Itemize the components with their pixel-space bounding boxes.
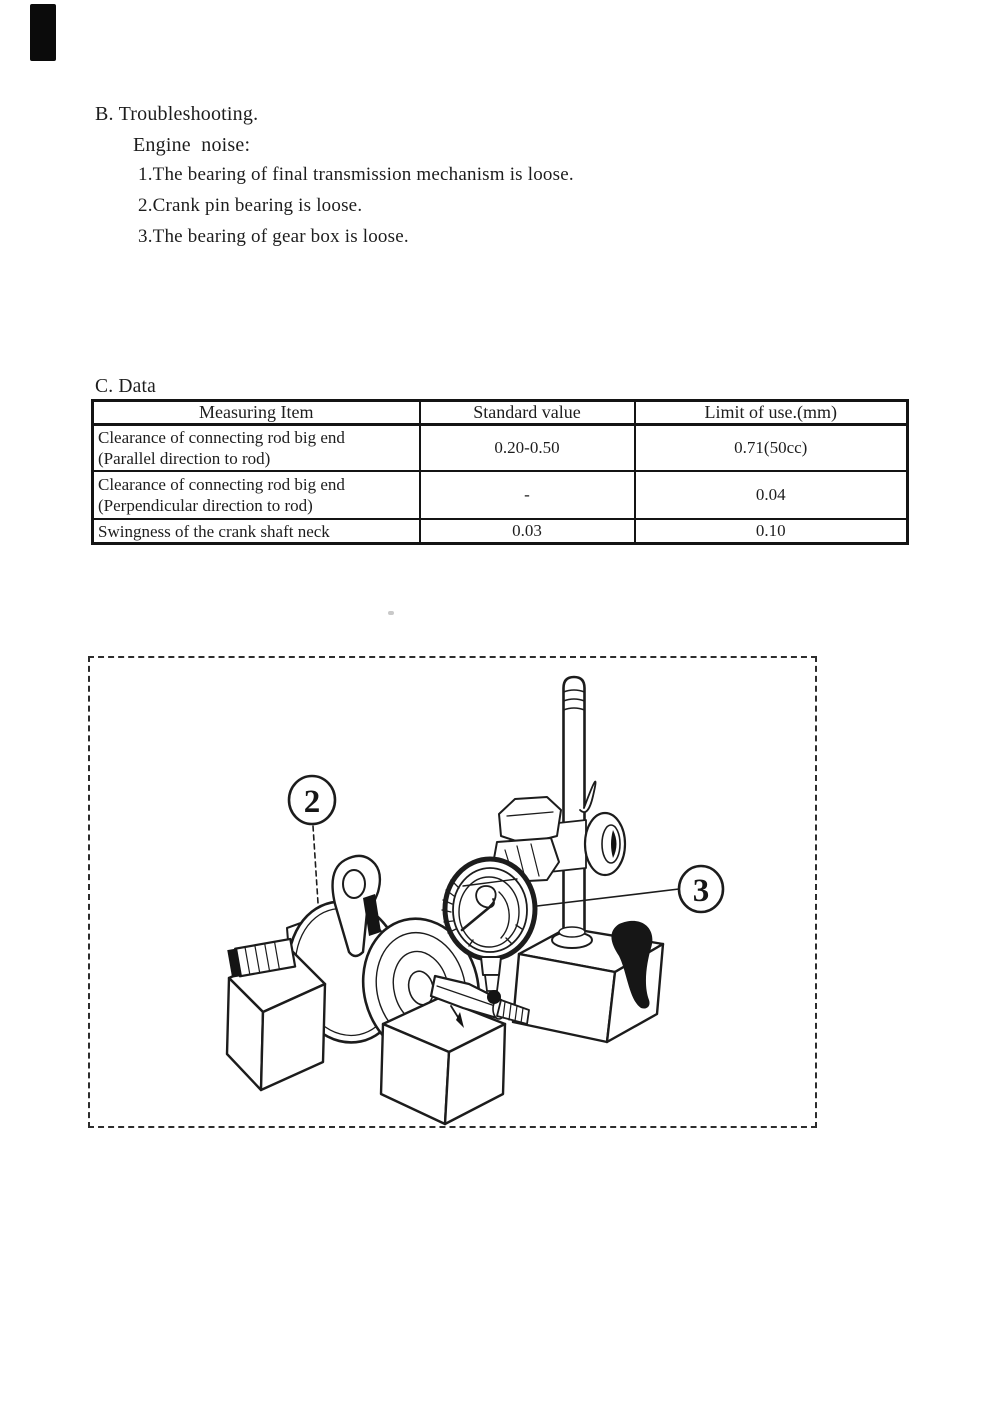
callout-3-circle [677, 864, 725, 914]
callout-2-label: 2 [304, 784, 321, 820]
clamp-lever [611, 920, 653, 1009]
dial-stand [492, 675, 665, 1044]
figure-frame: 2 3 [88, 656, 817, 1128]
measuring-item-cell: Clearance of connecting rod big end (Par… [91, 423, 421, 472]
col-header-standard-value: Standard value [418, 399, 636, 426]
knob-slot [611, 830, 617, 858]
measuring-item-cell: Clearance of connecting rod big end (Per… [91, 470, 421, 520]
limit-cell: 0.71(50cc) [633, 423, 909, 472]
v-blocks [225, 948, 507, 1126]
limit-cell: 0.10 [633, 518, 909, 545]
shaft-ends [227, 937, 530, 1025]
limit-cell: 0.04 [633, 470, 909, 520]
gauge-sweep-arc [498, 891, 510, 939]
gauge-needle [460, 904, 493, 932]
standard-value-cell: 0.20-0.50 [418, 423, 636, 472]
stand-pole [562, 675, 586, 935]
scan-speck [388, 611, 394, 615]
pole-cap-rings [562, 689, 586, 711]
crank-pin [363, 894, 381, 936]
measuring-item-line: (Perpendicular direction to rod) [98, 496, 313, 515]
fine-adjust-clip [579, 780, 597, 814]
clamp-nut-line [506, 811, 554, 817]
callout-2-leader [312, 825, 319, 904]
trouble-item-3: 3.The bearing of gear box is loose. [138, 226, 409, 247]
thread-hatch [502, 1001, 524, 1024]
section-b-heading: B. Troubleshooting. [95, 103, 259, 125]
v-block-right-front [443, 1022, 507, 1126]
data-table: Measuring Item Standard value Limit of u… [91, 399, 909, 545]
table-row: Clearance of connecting rod big end (Par… [91, 423, 909, 472]
callout-3-label: 3 [693, 873, 710, 909]
rotation-arrow-head [456, 1012, 464, 1028]
gauge-stem [484, 974, 500, 992]
pole-foot-ring [558, 926, 586, 938]
crankshaft-measurement-illustration: 2 3 [225, 675, 725, 1126]
gauge-ticks [468, 924, 523, 947]
standard-value-cell: 0.03 [418, 518, 636, 545]
gauge-face-chord [462, 878, 518, 887]
measuring-item-cell: Swingness of the crank shaft neck [91, 518, 421, 545]
spline-hatch [244, 941, 280, 976]
table-row: Clearance of connecting rod big end (Per… [91, 470, 909, 520]
needle-swirl [475, 885, 497, 909]
measuring-item-line: (Parallel direction to rod) [98, 449, 271, 468]
table-row: Swingness of the crank shaft neck 0.03 0… [91, 518, 909, 545]
gauge-hatch [441, 879, 460, 934]
standard-value-cell: - [418, 470, 636, 520]
col-header-measuring-item: Measuring Item [91, 399, 421, 426]
section-c-heading: C. Data [95, 376, 156, 397]
trouble-item-1: 1.The bearing of final transmission mech… [138, 164, 574, 185]
clamp-nut [498, 796, 562, 845]
v-block-left-front [259, 982, 327, 1092]
engine-noise-label: Engine noise: [133, 134, 251, 156]
callout-2-circle [287, 774, 337, 826]
rod-small-end-eye [342, 869, 366, 899]
measuring-item-line: Clearance of connecting rod big end [98, 428, 345, 447]
table-header-row: Measuring Item Standard value Limit of u… [91, 399, 909, 426]
measuring-item-line: Clearance of connecting rod big end [98, 475, 345, 494]
scan-artifact-mark [30, 4, 56, 61]
gauge-face [458, 876, 520, 948]
contact-tip [487, 990, 501, 1004]
stub-end-cap [227, 948, 242, 978]
callouts: 2 3 [287, 774, 725, 1028]
callout-3-leader [536, 888, 680, 907]
shaft-nose-line [436, 985, 496, 1007]
trouble-item-2: 2.Crank pin bearing is loose. [138, 195, 363, 216]
gauge-boss [480, 956, 502, 976]
col-header-limit-of-use: Limit of use.(mm) [633, 399, 909, 426]
measuring-item-line: Swingness of the crank shaft neck [98, 521, 330, 541]
dial-indicator [441, 856, 538, 1004]
